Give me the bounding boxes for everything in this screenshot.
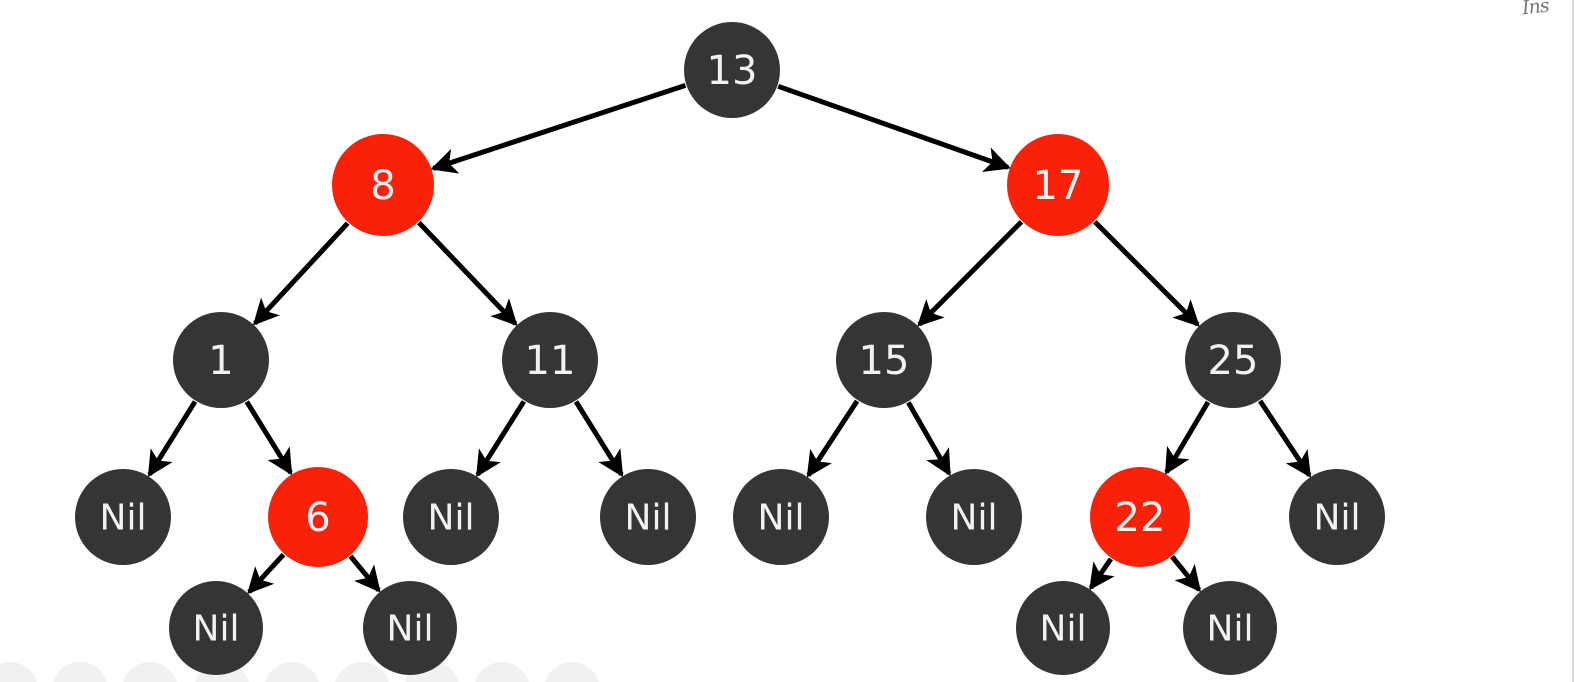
tree-node-nil-nil6[interactable]: Nil: [1289, 469, 1385, 565]
node-label: 22: [1115, 495, 1166, 541]
tree-edges: [147, 82, 1312, 595]
tree-edge-n15-to-nil4: [806, 399, 860, 478]
node-label: Nil: [387, 609, 434, 650]
tree-node-nil-nil9[interactable]: Nil: [1016, 581, 1110, 675]
tree-node-nil-nil4[interactable]: Nil: [733, 469, 829, 565]
tree-edge-n6-to-nil7: [247, 552, 286, 595]
node-circle-black[interactable]: [1289, 469, 1385, 565]
tree-node-nil-nil5[interactable]: Nil: [926, 469, 1022, 565]
tree-edge-n1-to-n6: [244, 400, 293, 476]
ghost-circle: [265, 662, 319, 682]
node-circle-black[interactable]: [1185, 312, 1281, 408]
node-circle-black[interactable]: [1183, 581, 1277, 675]
tree-node-nil-nil10[interactable]: Nil: [1183, 581, 1277, 675]
tree-node-11-n11[interactable]: 11: [502, 312, 598, 408]
corner-handwriting-mark: Ins: [1520, 0, 1550, 20]
tree-edge-n15-to-nil5: [906, 401, 952, 477]
node-label: Nil: [100, 498, 147, 539]
node-label: Nil: [1207, 609, 1254, 650]
node-circle-black[interactable]: [600, 469, 696, 565]
node-circle-black[interactable]: [733, 469, 829, 565]
tree-node-nil-nil3[interactable]: Nil: [600, 469, 696, 565]
ghost-circle: [475, 662, 529, 682]
ghost-circle: [335, 662, 389, 682]
node-label: Nil: [951, 498, 998, 539]
node-label: Nil: [625, 498, 672, 539]
ghost-circle: [53, 662, 107, 682]
tree-edge-n17-to-n25: [1093, 220, 1200, 327]
node-label: Nil: [758, 498, 805, 539]
tree-node-8-n8[interactable]: 8: [332, 134, 434, 236]
tree-edge-n25-to-nil6: [1257, 399, 1312, 478]
node-circle-black[interactable]: [169, 581, 263, 675]
tree-node-nil-nil2[interactable]: Nil: [403, 469, 499, 565]
node-circle-black[interactable]: [403, 469, 499, 565]
node-label: 11: [525, 338, 576, 384]
node-circle-black[interactable]: [363, 581, 457, 675]
node-label: 6: [305, 495, 330, 541]
tree-edge-n11-to-nil3: [573, 400, 624, 478]
tree-node-17-n17[interactable]: 17: [1007, 134, 1109, 236]
tree-edge-n22-to-nil10: [1170, 555, 1202, 593]
tree-edge-n8-to-n1: [252, 221, 350, 326]
tree-edge-n8-to-n11: [417, 220, 518, 326]
node-circle-black[interactable]: [502, 312, 598, 408]
tree-edge-n1-to-nil1: [147, 400, 198, 478]
tree-node-13-n13[interactable]: 13: [684, 22, 780, 118]
node-circle-red[interactable]: [1090, 467, 1190, 567]
tree-edge-n6-to-nil8: [348, 554, 381, 593]
tree-edge-n13-to-n8: [430, 82, 687, 174]
tree-node-6-n6[interactable]: 6: [268, 467, 368, 567]
node-label: 8: [370, 163, 395, 209]
tree-node-nil-nil7[interactable]: Nil: [169, 581, 263, 675]
node-circle-black[interactable]: [926, 469, 1022, 565]
ghost-circle: [123, 662, 177, 682]
ghost-circle: [0, 662, 37, 682]
node-label: 13: [707, 48, 758, 94]
tree-edge-n17-to-n15: [917, 220, 1024, 327]
tree-node-15-n15[interactable]: 15: [836, 312, 932, 408]
node-label: Nil: [1040, 609, 1087, 650]
node-circle-black[interactable]: [1016, 581, 1110, 675]
tree-edge-n13-to-n17: [777, 83, 1011, 172]
node-circle-black[interactable]: [684, 22, 780, 118]
node-label: 17: [1033, 163, 1084, 209]
node-circle-black[interactable]: [836, 312, 932, 408]
node-label: 25: [1208, 338, 1259, 384]
node-label: Nil: [1314, 498, 1361, 539]
tree-node-nil-nil8[interactable]: Nil: [363, 581, 457, 675]
tree-node-nil-nil1[interactable]: Nil: [75, 469, 171, 565]
tree-edge-n11-to-nil2: [475, 400, 526, 478]
ghost-circle-row: [0, 662, 599, 682]
tree-node-1-n1[interactable]: 1: [173, 312, 269, 408]
node-circle-black[interactable]: [75, 469, 171, 565]
tree-edge-n25-to-n22: [1164, 400, 1211, 475]
node-label: Nil: [428, 498, 475, 539]
tree-edge-n22-to-nil9: [1088, 557, 1115, 591]
node-label: Nil: [193, 609, 240, 650]
tree-node-22-n22[interactable]: 22: [1090, 467, 1190, 567]
node-circle-red[interactable]: [1007, 134, 1109, 236]
ghost-circle: [545, 662, 599, 682]
node-label: 1: [208, 338, 233, 384]
node-circle-red[interactable]: [268, 467, 368, 567]
node-circle-red[interactable]: [332, 134, 434, 236]
tree-node-25-n25[interactable]: 25: [1185, 312, 1281, 408]
node-circle-black[interactable]: [173, 312, 269, 408]
node-label: 15: [859, 338, 910, 384]
